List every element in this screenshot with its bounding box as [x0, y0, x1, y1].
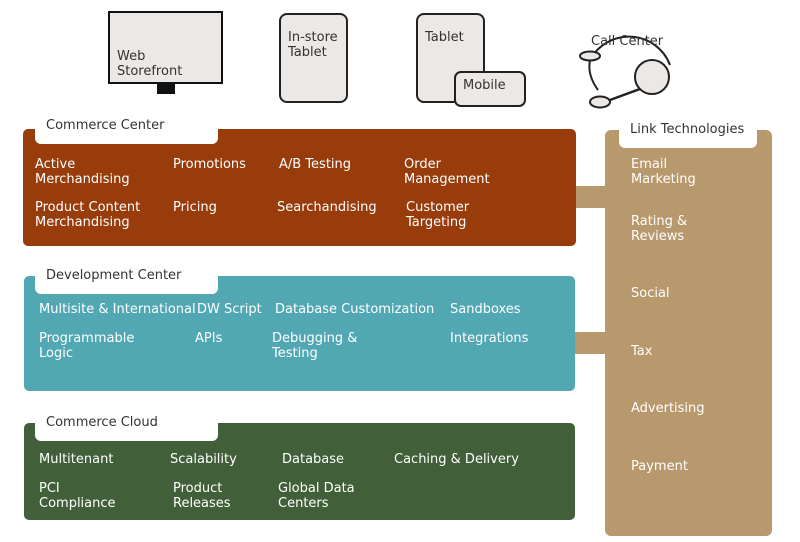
connector-commerce — [575, 186, 607, 208]
dc-item-integrations: Integrations — [450, 331, 529, 346]
connector-development — [575, 332, 607, 354]
commerce-center-title: Commerce Center — [35, 114, 218, 144]
dc-item-sandboxes: Sandboxes — [450, 302, 521, 317]
commerce-cloud-title: Commerce Cloud — [35, 411, 218, 441]
web-storefront-label: Web Storefront — [117, 49, 183, 79]
cc-item-active-merchandising: Active Merchandising — [35, 157, 130, 187]
development-center-title: Development Center — [35, 264, 218, 294]
cc-item-order-management: Order Management — [404, 157, 490, 187]
link-technologies-title: Link Technologies — [619, 118, 757, 148]
ccl-item-scalability: Scalability — [170, 452, 237, 467]
commerce-center-panel — [23, 129, 576, 246]
cc-item-pricing: Pricing — [173, 200, 217, 215]
headset-icon — [579, 35, 671, 109]
web-storefront-device — [108, 11, 223, 84]
ccl-item-pci: PCI Compliance — [39, 481, 116, 511]
dc-item-programmable-logic: Programmable Logic — [39, 331, 135, 361]
instore-tablet-label: In-store Tablet — [288, 30, 338, 60]
tablet-label: Tablet — [425, 30, 464, 45]
mobile-device — [454, 71, 526, 107]
link-technologies-panel — [605, 130, 772, 536]
ccl-item-global-data-centers: Global Data Centers — [278, 481, 355, 511]
development-center-panel — [24, 276, 575, 391]
ccl-item-multitenant: Multitenant — [39, 452, 114, 467]
cc-item-product-content: Product Content Merchandising — [35, 200, 141, 230]
call-center-label: Call Center — [591, 34, 664, 49]
cc-item-promotions: Promotions — [173, 157, 246, 172]
link-item-social: Social — [631, 286, 670, 301]
link-item-email: Email Marketing — [631, 157, 696, 187]
dc-item-multisite: Multisite & International — [39, 302, 196, 317]
cc-item-searchandising: Searchandising — [277, 200, 377, 215]
dc-item-database-customization: Database Customization — [275, 302, 435, 317]
ccl-item-database: Database — [282, 452, 345, 467]
link-item-tax: Tax — [631, 344, 653, 359]
cc-item-customer-targeting: Customer Targeting — [406, 200, 470, 230]
link-item-advertising: Advertising — [631, 401, 705, 416]
instore-tablet-device — [279, 13, 348, 103]
ccl-item-caching: Caching & Delivery — [394, 452, 519, 467]
cc-item-ab-testing: A/B Testing — [279, 157, 352, 172]
dc-item-debugging: Debugging & Testing — [272, 331, 358, 361]
dc-item-dw-script: DW Script — [197, 302, 262, 317]
link-item-rating: Rating & Reviews — [631, 214, 688, 244]
ccl-item-product-releases: Product Releases — [173, 481, 231, 511]
mobile-label: Mobile — [463, 78, 506, 93]
dc-item-apis: APIs — [195, 331, 223, 346]
link-item-payment: Payment — [631, 459, 688, 474]
monitor-stand — [157, 84, 175, 94]
